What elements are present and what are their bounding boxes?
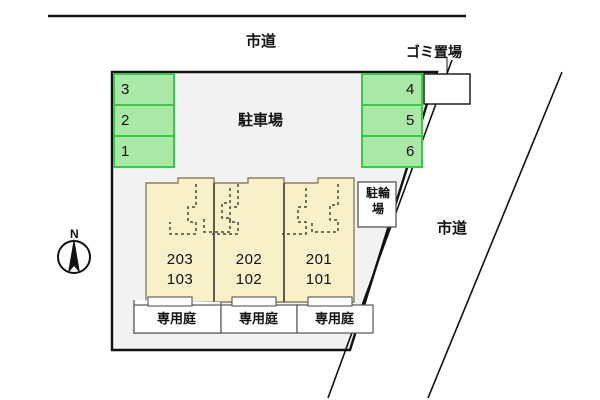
garden-label-203: 専用庭 [157, 312, 197, 327]
garden-label-201: 専用庭 [315, 312, 355, 327]
parking-stall-1-number: 1 [121, 143, 130, 160]
garden-box-201[interactable] [296, 304, 374, 334]
trash-area-box[interactable] [423, 73, 471, 105]
unit-102-lower: 102 [235, 271, 263, 288]
unit-201-number: 201 101 [291, 252, 347, 287]
road-right-label: 市道 [437, 219, 468, 237]
parking-stall-5-number: 5 [406, 112, 415, 129]
unit-101-lower: 101 [305, 271, 333, 288]
stair-path-201 [282, 188, 307, 235]
garden-tab-203 [147, 296, 193, 307]
parking-stall-5[interactable] [361, 104, 423, 137]
stair-path-202-right [212, 184, 239, 235]
road-top-label: 市道 [246, 32, 277, 50]
bicycle-parking-label-line1: 駐輪 [365, 186, 390, 200]
unit-201-upper: 201 [305, 251, 333, 268]
garden-tab-202 [231, 296, 277, 307]
bicycle-parking-box[interactable] [357, 181, 397, 228]
road-right-inner-edge [327, 59, 453, 399]
parking-stall-6[interactable] [361, 135, 423, 168]
parking-stalls-right [361, 73, 423, 168]
parking-stall-2-number: 2 [121, 112, 130, 129]
unit-203-number: 203 103 [152, 252, 208, 287]
compass-needle-dark [68, 238, 80, 273]
unit-202-number: 202 102 [221, 252, 277, 287]
compass-rose [57, 238, 91, 274]
unit-stair-paths [169, 184, 339, 235]
garden-box-202[interactable] [220, 304, 298, 334]
garden-tab-201 [307, 296, 353, 307]
private-gardens [133, 296, 374, 334]
stair-path-203 [169, 184, 197, 235]
compass-north-label: N [70, 227, 79, 241]
unit-202-upper: 202 [235, 251, 263, 268]
unit-203-upper: 203 [166, 251, 194, 268]
garden-label-202: 専用庭 [239, 312, 279, 327]
stair-path-202-left [203, 188, 231, 233]
road-right-outer-edge [427, 71, 563, 399]
trash-area-label: ゴミ置場 [406, 45, 462, 61]
parking-stalls-left [113, 73, 175, 168]
parking-area-label: 駐車場 [238, 111, 284, 129]
parking-stall-1[interactable] [113, 135, 175, 168]
bicycle-parking-label-line2: 場 [371, 201, 384, 216]
stair-path-201b [311, 184, 339, 233]
parking-stall-2[interactable] [113, 104, 175, 137]
parking-stall-4-number: 4 [406, 81, 415, 98]
site-boundary-outline [110, 70, 439, 352]
unit-103-lower: 103 [166, 271, 194, 288]
bicycle-parking-label: 駐輪 場 [362, 187, 394, 215]
parking-stall-3-number: 3 [121, 81, 130, 98]
parking-stall-6-number: 6 [406, 143, 415, 160]
